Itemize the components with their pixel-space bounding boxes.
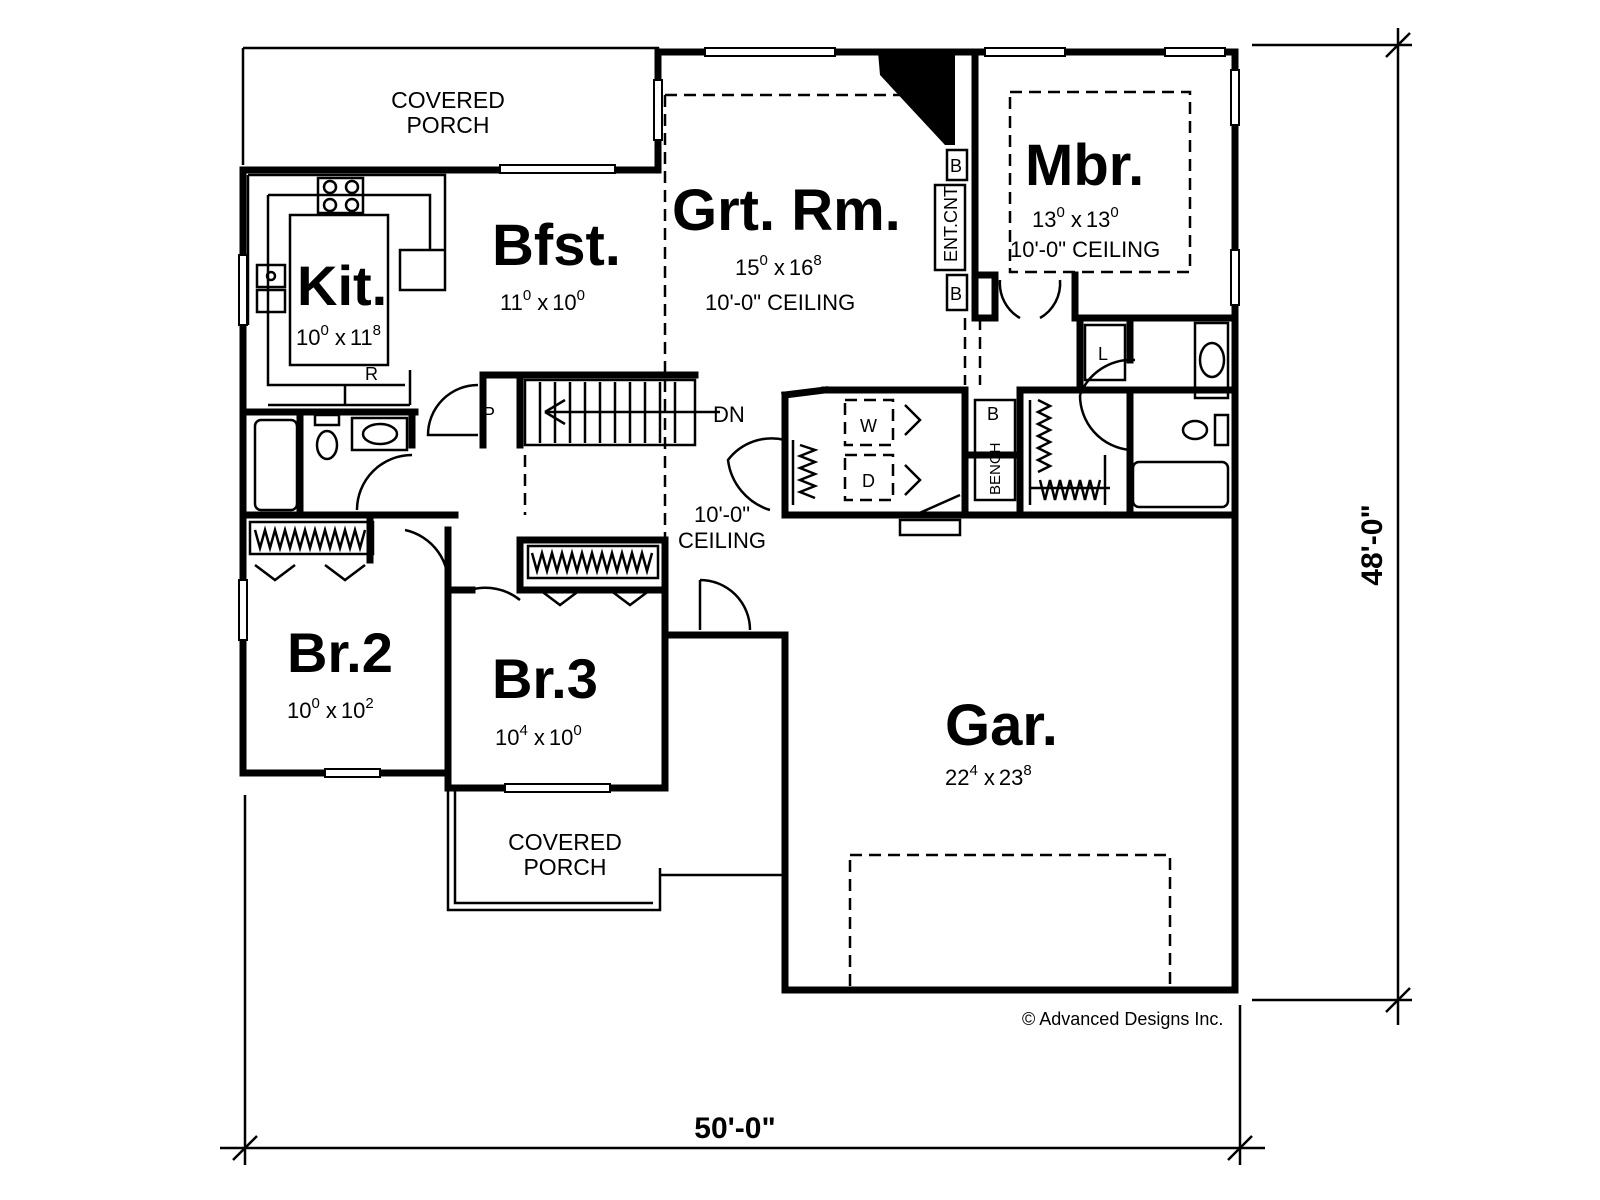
bench-label: BENCH [987,442,1004,495]
great-room-name: Grt. Rm. [672,178,901,243]
master-bedroom-ceiling: 10'-0" CEILING [1010,237,1160,262]
bath-fixtures [253,321,1230,512]
ent-center-cabinets [933,148,1127,382]
laundry-fixtures [843,398,1017,502]
washer-label: W [860,416,877,436]
stairs-down-label: DN [713,402,745,427]
bedroom3-name: Br.3 [492,647,598,710]
kitchen-name: Kit. [297,254,387,317]
bench-b-label: B [987,404,999,424]
range-label: R [365,364,378,384]
kitchen-fixtures [246,173,447,407]
pantry-label: P [483,404,495,424]
interior-walls [239,48,1239,777]
cabinet-b-upper: B [950,156,962,176]
dryer-label: D [862,471,875,491]
door-swings [404,279,1107,631]
depth-dimension: 48'-0" [1356,504,1389,585]
linen-label: L [1098,344,1108,364]
cabinet-b-lower: B [950,284,962,304]
porch-top-line2: PORCH [406,112,489,138]
hall-ceiling-line2: CEILING [678,528,766,553]
dimension-lines [220,28,1412,1165]
hall-ceiling-line1: 10'-0" [694,502,750,527]
master-bedroom-name: Mbr. [1025,133,1144,198]
width-dimension: 50'-0" [694,1112,775,1145]
breakfast-name: Bfst. [492,213,621,278]
closet-rods [248,398,1110,607]
great-room-ceiling: 10'-0" CEILING [705,290,855,315]
porch-top-line1: COVERED [391,87,505,113]
ent-center-label: ENT.CNT [941,186,961,262]
bedroom2-name: Br.2 [287,621,393,684]
stairs [523,378,720,447]
porch-bottom-line1: COVERED [508,829,622,855]
copyright-notice: © Advanced Designs Inc. [1022,1009,1223,1029]
ceiling-outlines [523,84,1192,992]
garage-name: Gar. [945,693,1058,758]
porch-bottom-line2: PORCH [523,854,606,880]
